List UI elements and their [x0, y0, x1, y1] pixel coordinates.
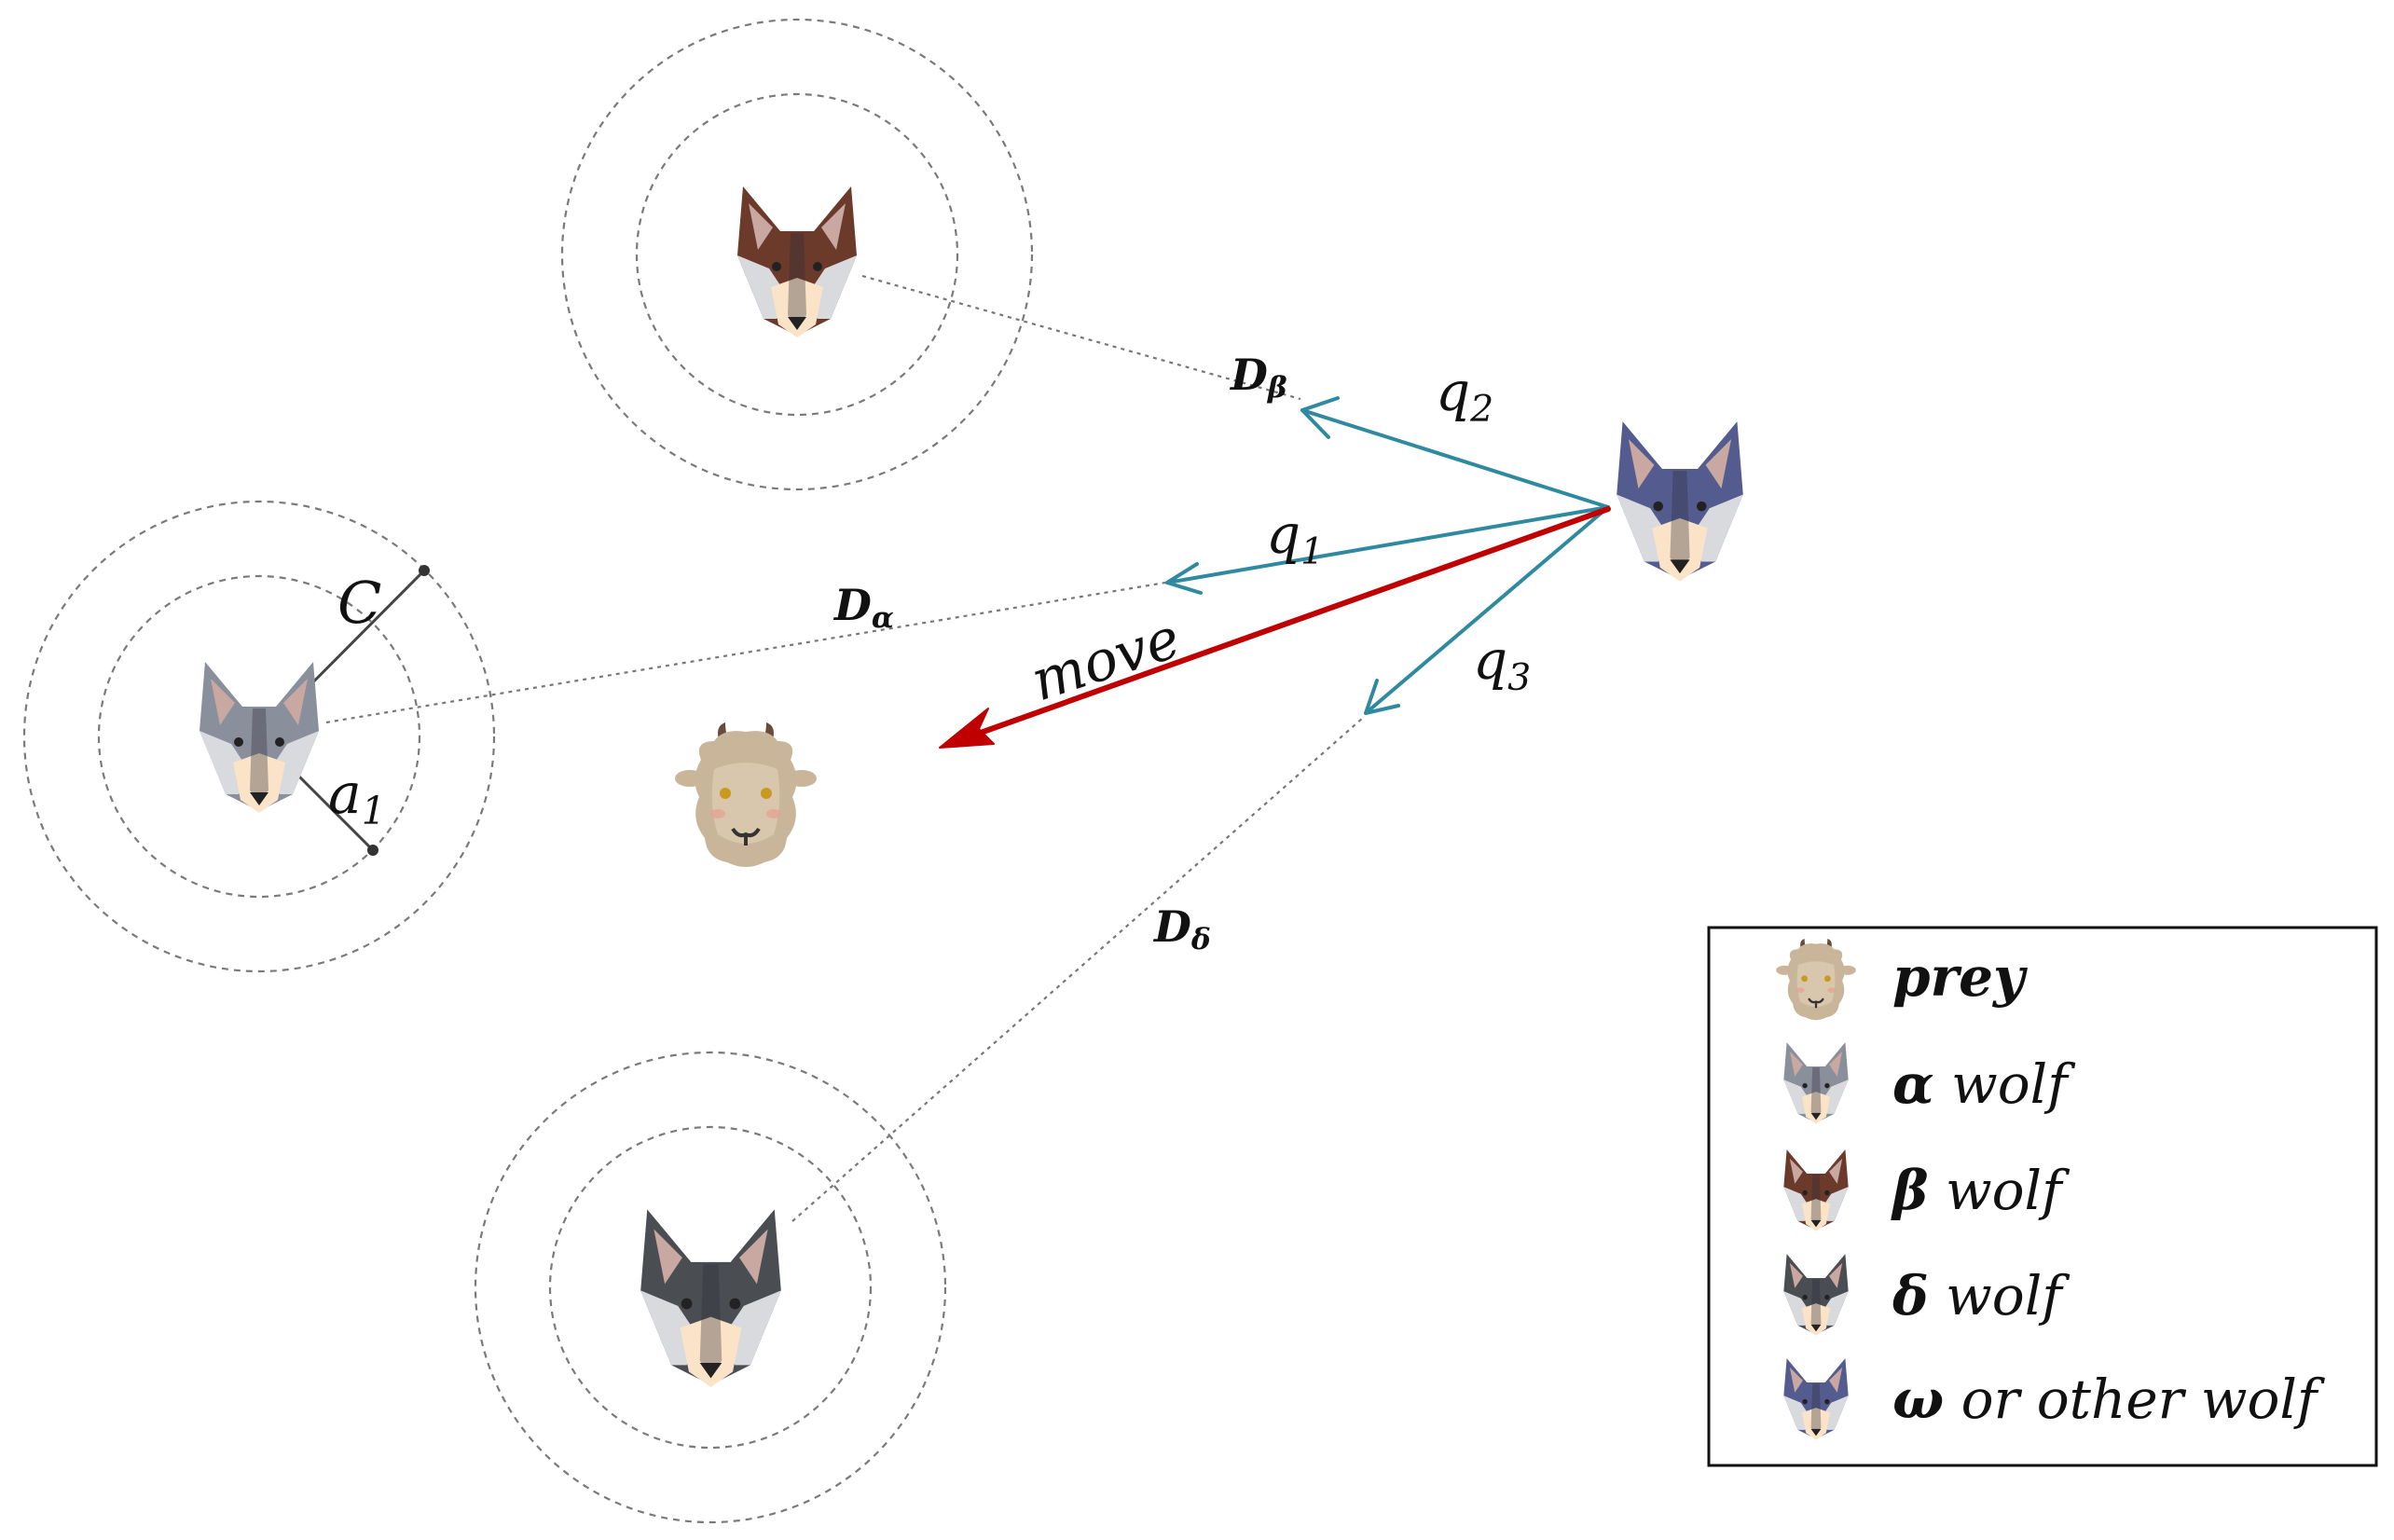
legend-item-prey: prey	[1892, 945, 2029, 1009]
label-q3: q3	[1473, 628, 1531, 699]
label-d-beta: Dβ	[1229, 350, 1287, 405]
label-move: move	[1024, 606, 1188, 715]
q3-arrow	[1364, 505, 1610, 715]
q2-arrowhead	[1300, 396, 1340, 439]
beta-wolf-rings	[560, 18, 1034, 491]
beta-wolf-icon	[737, 186, 857, 337]
q1-arrow	[1165, 505, 1610, 584]
label-q1: q1	[1266, 502, 1324, 573]
label-q2: q2	[1436, 360, 1493, 431]
move-arrow	[939, 506, 1611, 749]
omega-wolf-icon	[1617, 421, 1743, 582]
q-arrows	[1165, 396, 1610, 715]
d-delta-distance-line	[791, 717, 1364, 1222]
legend-item-beta: β wolf	[1891, 1159, 2071, 1222]
d-beta-distance-line	[861, 274, 1301, 401]
legend-item-omega: ω or other wolf	[1892, 1368, 2326, 1431]
q1-arrowhead	[1165, 562, 1203, 595]
delta-wolf-rings	[474, 1051, 947, 1524]
q2-arrow	[1300, 408, 1610, 509]
prey-sheep-icon	[675, 722, 817, 867]
legend-item-alpha: α wolf	[1892, 1052, 2076, 1116]
alpha-wolf-rings	[22, 500, 496, 973]
label-d-delta: Dδ	[1152, 901, 1211, 956]
q3-arrowhead	[1364, 679, 1400, 715]
alpha-wolf-icon	[200, 662, 319, 813]
legend-item-delta: δ wolf	[1892, 1264, 2071, 1327]
label-c: C	[337, 569, 381, 637]
label-a1: a1	[328, 762, 386, 833]
legend: prey α wolf β wolf δ wolf ω or other wol…	[1707, 926, 2378, 1467]
delta-wolf-icon	[640, 1209, 781, 1387]
label-d-alpha: Dα	[832, 580, 894, 635]
